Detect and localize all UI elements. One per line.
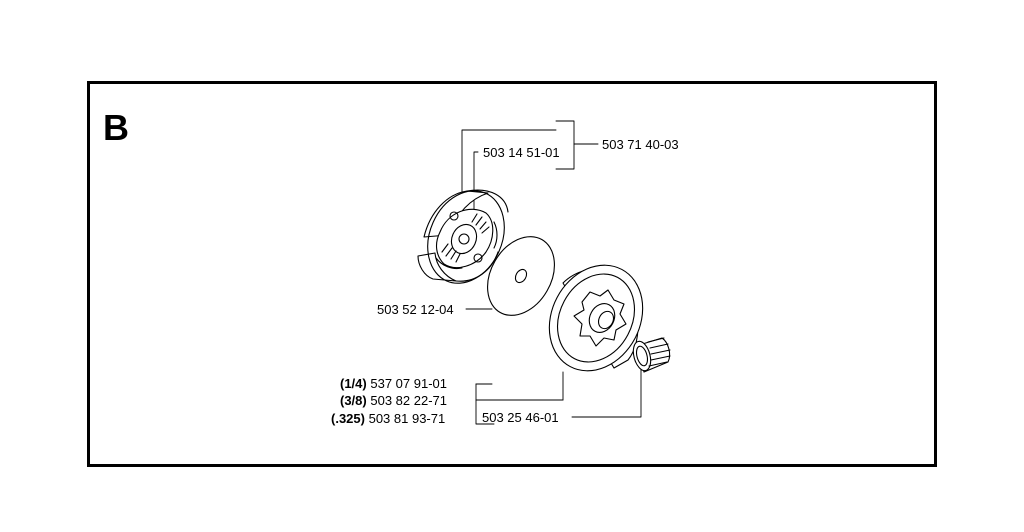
label-drum-quarter: (1/4) 537 07 91-01	[340, 377, 447, 390]
drum-quarter-size: (1/4)	[340, 376, 367, 391]
needle-bearing-drawing	[632, 337, 671, 373]
label-clutch-assembly: 503 71 40-03	[602, 137, 679, 152]
label-drum-325: (.325) 503 81 93-71	[331, 412, 445, 425]
drum-325-part: 503 81 93-71	[368, 411, 446, 426]
label-drum-three-eighths: (3/8) 503 82 22-71	[340, 394, 447, 407]
washer-drawing	[487, 236, 555, 316]
label-clutch-shoe: 503 14 51-01	[483, 145, 560, 160]
drum-325-size: (.325)	[331, 411, 365, 426]
drum-quarter-part: 537 07 91-01	[370, 376, 447, 391]
section-letter: B	[103, 107, 129, 148]
drum-three-eighths-part: 503 82 22-71	[370, 393, 447, 408]
drum-three-eighths-size: (3/8)	[340, 393, 367, 408]
clutch-shoe-assembly	[417, 189, 509, 284]
leader-lines	[461, 120, 642, 425]
label-washer: 503 52 12-04	[377, 302, 454, 317]
label-bearing: 503 25 46-01	[482, 410, 559, 425]
diagram-frame	[87, 81, 937, 467]
clutch-drum-drawing	[548, 264, 644, 372]
